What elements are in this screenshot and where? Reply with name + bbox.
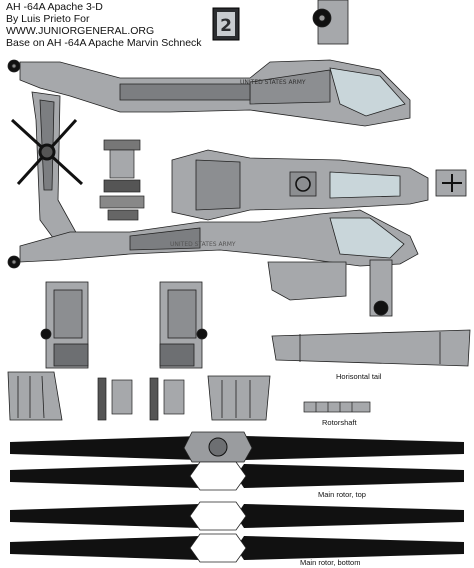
landing-gear-upper	[312, 0, 349, 45]
fuselage-side-upper: UNITED STATES ARMY	[7, 59, 411, 127]
page-badge: 2	[212, 7, 240, 41]
label-rotorshaft: Rotorshaft	[322, 418, 357, 427]
landing-gear-lower	[267, 259, 393, 317]
fuselage-marking-upper: UNITED STATES ARMY	[240, 79, 306, 86]
credit: Base on AH -64A Apache Marvin Schneck	[6, 37, 202, 49]
website: WWW.JUNIORGENERAL.ORG	[6, 25, 155, 37]
label-horizontal-tail: Horisontal tail	[336, 372, 382, 381]
engine-nacelle-right	[159, 281, 271, 421]
fuselage-side-lower: UNITED STATES ARMY	[7, 209, 419, 269]
fuselage-top	[171, 149, 467, 221]
badge-number: 2	[220, 16, 232, 36]
weapon-parts-upper	[99, 139, 145, 221]
horizontal-tail	[271, 329, 471, 367]
rotorshaft	[303, 401, 371, 413]
label-main-rotor-top: Main rotor, top	[318, 490, 366, 499]
label-main-rotor-bottom: Main rotor, bottom	[300, 558, 361, 567]
fuselage-marking-lower: UNITED STATES ARMY	[170, 241, 236, 248]
missile-racks	[97, 377, 185, 421]
engine-nacelle-left	[7, 281, 89, 421]
main-rotor-bottom	[10, 501, 464, 563]
title: AH -64A Apache 3-D	[6, 1, 103, 13]
author: By Luis Prieto For	[6, 13, 90, 25]
tail-boom	[31, 91, 79, 251]
tail-rotor	[10, 118, 84, 186]
main-rotor-top	[10, 431, 464, 491]
